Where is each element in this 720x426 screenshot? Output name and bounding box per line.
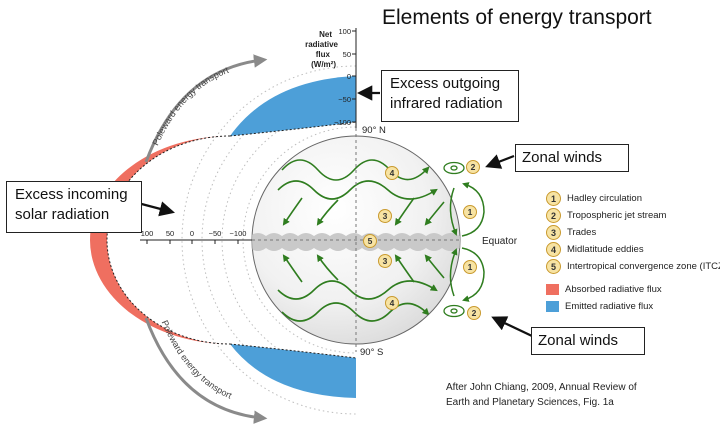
axis-label-line: Net bbox=[319, 30, 332, 39]
marker-2: 2 bbox=[467, 306, 481, 320]
legend-number: 2 bbox=[546, 208, 561, 223]
svg-text:3: 3 bbox=[383, 256, 388, 266]
callout-arrows bbox=[133, 85, 533, 337]
legend-label: Midlatitude eddies bbox=[567, 244, 644, 255]
callout-line: Excess outgoing bbox=[390, 75, 501, 92]
svg-text:2: 2 bbox=[472, 308, 477, 318]
callout-zonal-winds-bottom: Zonal winds bbox=[531, 327, 645, 355]
legend-number: 1 bbox=[546, 191, 561, 206]
h-tick-label: 100 bbox=[141, 229, 154, 238]
zero-flux-boundary bbox=[106, 121, 357, 359]
h-tick-label: 50 bbox=[166, 229, 174, 238]
citation-line: Earth and Planetary Sciences, Fig. 1a bbox=[446, 397, 614, 408]
marker-1: 1 bbox=[463, 205, 477, 219]
callout-line: Excess incoming bbox=[15, 186, 128, 203]
svg-text:4: 4 bbox=[390, 298, 395, 308]
legend-item: 3 Trades bbox=[546, 224, 720, 241]
v-tick-label: −100 bbox=[334, 118, 351, 127]
equator-label: Equator bbox=[482, 236, 518, 247]
callout-line: infrared radiation bbox=[390, 95, 503, 112]
svg-text:4: 4 bbox=[390, 168, 395, 178]
v-tick-label: 100 bbox=[338, 27, 351, 36]
figure-title: Elements of energy transport bbox=[382, 6, 652, 29]
marker-1: 1 bbox=[463, 260, 477, 274]
vertical-axis bbox=[352, 28, 357, 352]
h-tick-label: 0 bbox=[190, 229, 194, 238]
svg-text:5: 5 bbox=[368, 236, 373, 246]
itcz-cloud-band bbox=[252, 233, 460, 251]
legend-label: Tropospheric jet stream bbox=[567, 210, 667, 221]
legend-label: Intertropical convergence zone (ITCZ) bbox=[567, 261, 720, 272]
axis-label-line: flux bbox=[316, 50, 331, 59]
v-tick-label: 50 bbox=[343, 50, 351, 59]
axis-label-line: radiative bbox=[305, 40, 338, 49]
svg-text:2: 2 bbox=[471, 162, 476, 172]
svg-text:1: 1 bbox=[468, 262, 473, 272]
horizontal-axis bbox=[140, 239, 460, 244]
callout-excess-outgoing: Excess outgoing infrared radiation bbox=[381, 70, 519, 122]
svg-text:3: 3 bbox=[383, 211, 388, 221]
legend-label: Emitted radiative flux bbox=[565, 301, 654, 312]
marker-4: 4 bbox=[385, 166, 399, 180]
legend-item: 2 Tropospheric jet stream bbox=[546, 207, 720, 224]
hadley-cells bbox=[449, 182, 485, 302]
marker-5: 5 bbox=[363, 234, 377, 248]
legend-item-absorbed: Absorbed radiative flux bbox=[546, 281, 720, 298]
trade-wind-arrows bbox=[282, 197, 445, 283]
callout-line: solar radiation bbox=[15, 206, 110, 223]
svg-text:1: 1 bbox=[468, 207, 473, 217]
legend-label: Absorbed radiative flux bbox=[565, 284, 662, 295]
citation-line: After John Chiang, 2009, Annual Review o… bbox=[446, 382, 637, 393]
midlatitude-eddy-arrows bbox=[277, 159, 438, 322]
poleward-label-bottom: Poleward energy transport bbox=[160, 319, 234, 401]
h-tick-label: −50 bbox=[209, 229, 222, 238]
callout-zonal-winds-top: Zonal winds bbox=[515, 144, 629, 172]
marker-3: 3 bbox=[378, 209, 392, 223]
jet-stream-ellipses bbox=[443, 161, 465, 318]
south-pole-label: 90° S bbox=[360, 347, 383, 358]
legend-item: 1 Hadley circulation bbox=[546, 190, 720, 207]
h-tick-label: −100 bbox=[230, 229, 247, 238]
marker-3: 3 bbox=[378, 254, 392, 268]
marker-badges: 4 3 5 3 4 2 1 1 2 bbox=[363, 160, 481, 320]
citation: After John Chiang, 2009, Annual Review o… bbox=[446, 380, 706, 410]
v-tick-label: −50 bbox=[338, 95, 351, 104]
legend-number: 3 bbox=[546, 225, 561, 240]
axis-label-line: (W/m²) bbox=[311, 60, 336, 69]
legend: 1 Hadley circulation 2 Tropospheric jet st… bbox=[546, 190, 720, 315]
legend-label: Hadley circulation bbox=[567, 193, 642, 204]
callout-excess-incoming: Excess incoming solar radiation bbox=[6, 181, 142, 233]
legend-item: 5 Intertropical convergence zone (ITCZ) bbox=[546, 258, 720, 275]
poleward-label-top: Poleward energy transport bbox=[150, 65, 230, 147]
v-tick-label: 0 bbox=[347, 72, 351, 81]
legend-number: 4 bbox=[546, 242, 561, 257]
marker-4: 4 bbox=[385, 296, 399, 310]
emitted-flux-band-top bbox=[230, 76, 356, 136]
emitted-flux-band-bottom bbox=[230, 344, 356, 398]
legend-label: Trades bbox=[567, 227, 597, 238]
emitted-swatch bbox=[546, 301, 559, 312]
legend-number: 5 bbox=[546, 259, 561, 274]
north-pole-label: 90° N bbox=[362, 125, 386, 136]
legend-item: 4 Midlatitude eddies bbox=[546, 241, 720, 258]
legend-item-emitted: Emitted radiative flux bbox=[546, 298, 720, 315]
poleward-arrows bbox=[144, 54, 268, 424]
marker-2: 2 bbox=[466, 160, 480, 174]
absorbed-swatch bbox=[546, 284, 559, 295]
